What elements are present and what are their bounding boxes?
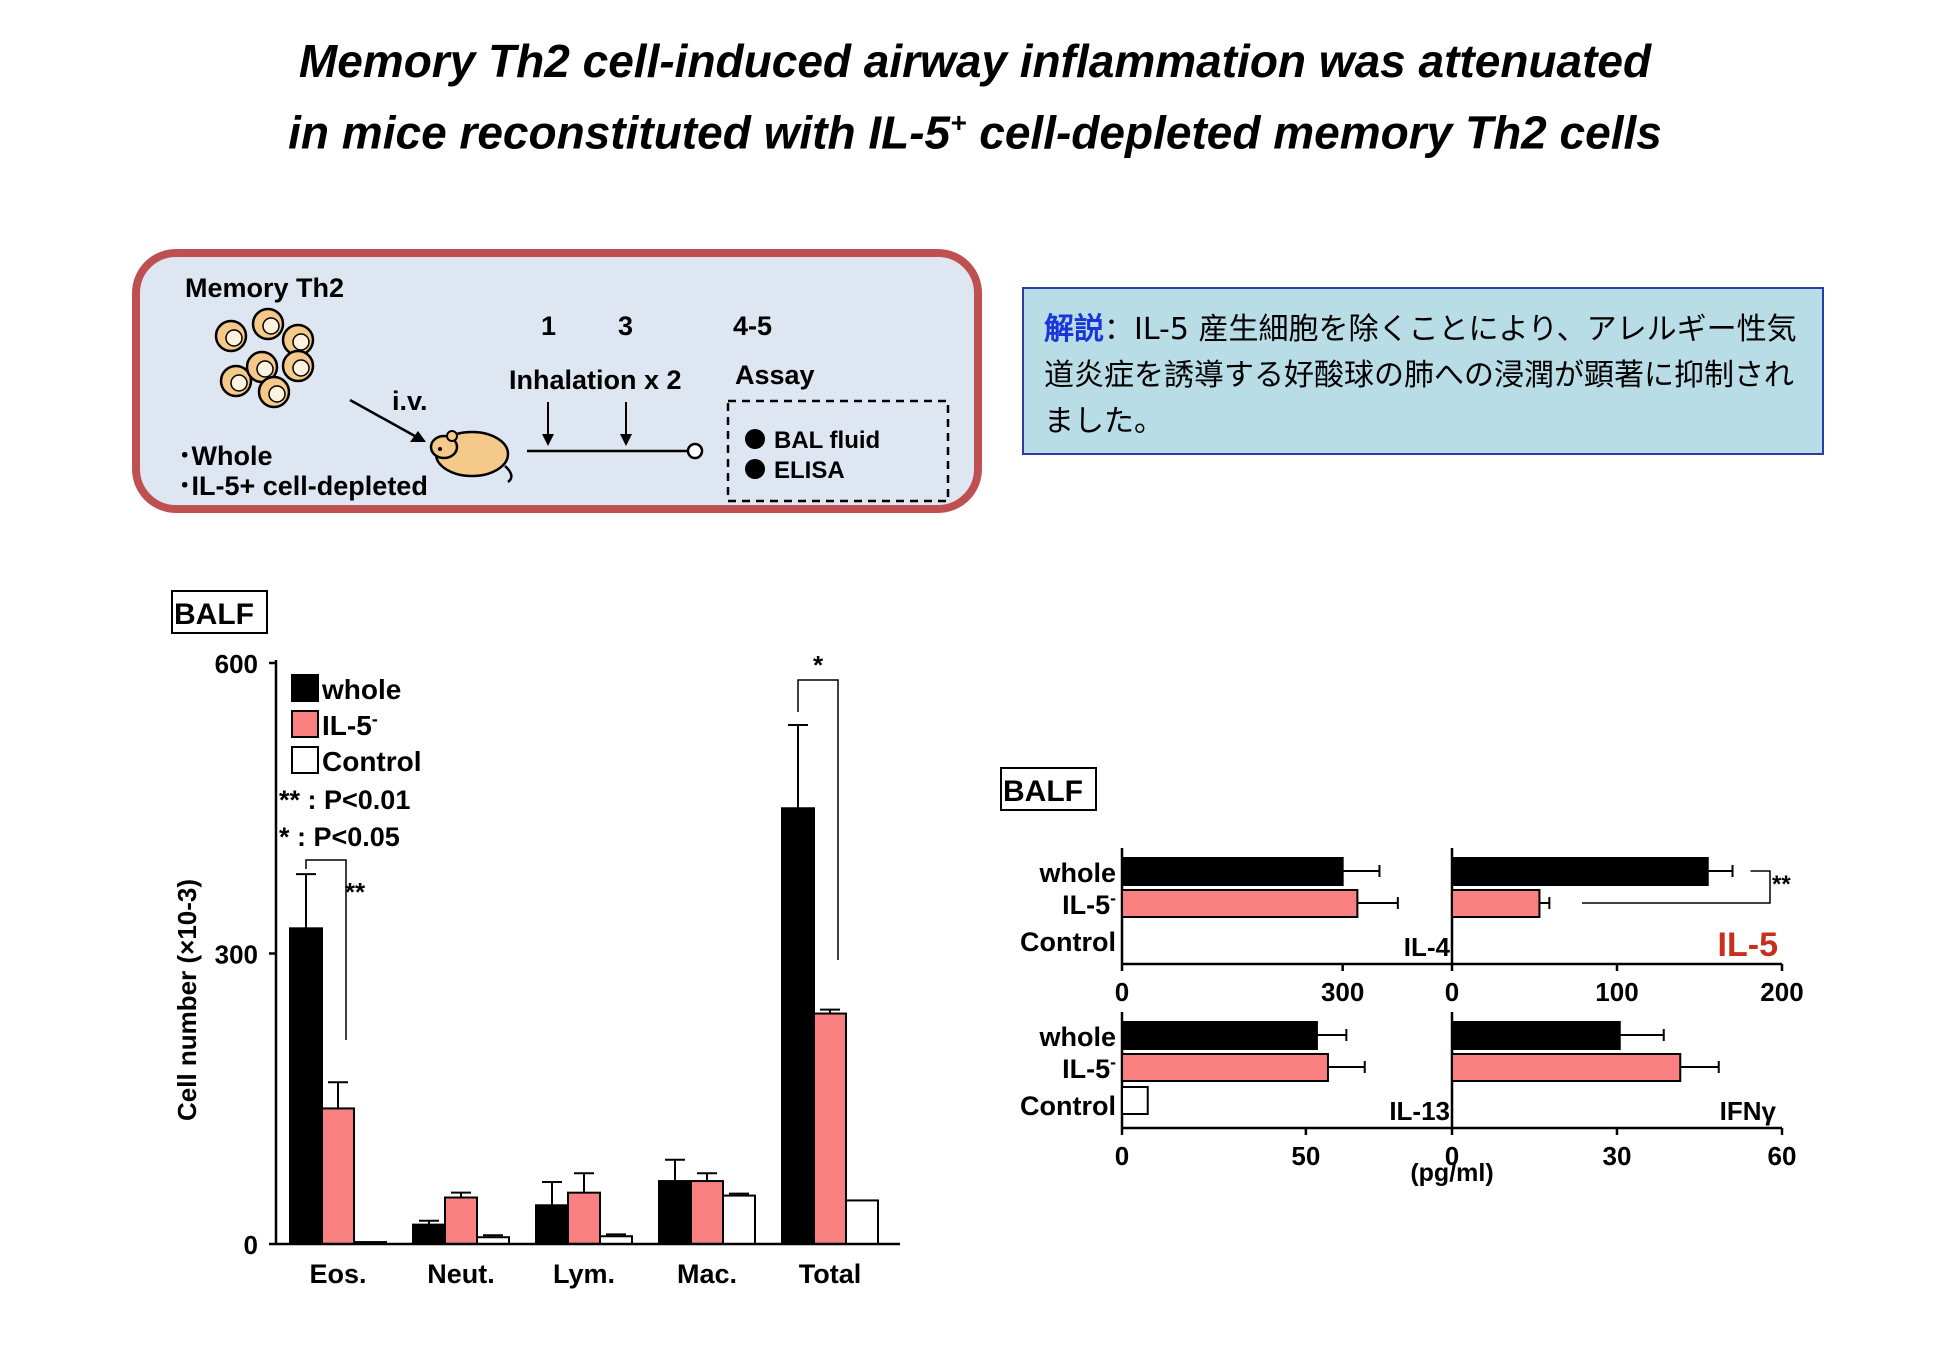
day-label: 4-5	[733, 311, 772, 341]
legend-label: Control	[322, 746, 422, 777]
balf-tag-box	[171, 590, 268, 634]
panel-il5: 100 200 0 IL-5 **	[1445, 848, 1804, 1007]
bar-il5-eos	[321, 1107, 355, 1246]
title-line-2-end: cell-depleted memory Th2 cells	[966, 106, 1662, 159]
legend-swatch	[291, 674, 319, 702]
significance-legend: ** : P<0.01	[279, 785, 410, 815]
significance-legend: * : P<0.05	[279, 822, 400, 852]
row-label-il5: IL-5-	[1062, 1052, 1116, 1084]
explanation-box: 解説：IL-5 産生細胞を除くことにより、アレルギー性気道炎症を誘導する好酸球の…	[1022, 287, 1824, 455]
title-line-2-start: in mice reconstituted with IL-5	[288, 106, 951, 159]
explanation-text: IL-5 産生細胞を除くことにより、アレルギー性気道炎症を誘導する好酸球の肺への…	[1044, 312, 1797, 439]
x-tick-label: 100	[1595, 977, 1638, 1007]
panel-ifn: 30 60 0 IFNγ	[1445, 1012, 1797, 1171]
title-superscript: +	[950, 107, 967, 138]
group-il5-depleted: ･IL-5+ cell-depleted	[178, 471, 428, 501]
bar-whole	[1451, 1021, 1621, 1050]
y-axis-label: Cell number (×10-3)	[172, 879, 202, 1121]
row-label-whole: whole	[1038, 858, 1116, 888]
bar-whole	[1121, 1021, 1318, 1050]
bar-il5	[1121, 1053, 1329, 1082]
group-whole: ･Whole	[178, 441, 273, 471]
legend-swatch	[291, 746, 319, 774]
significance-mark: **	[345, 877, 366, 907]
x-tick-label: 0	[1115, 1141, 1129, 1171]
title-line-2: in mice reconstituted with IL-5+ cell-de…	[0, 92, 1950, 163]
bar-il5	[1121, 889, 1359, 918]
x-tick-label: Lym.	[553, 1259, 615, 1289]
bar-whole	[1451, 857, 1709, 886]
iv-arrow	[349, 398, 423, 442]
y-tick-label: 300	[215, 940, 258, 970]
significance-bracket	[1582, 870, 1771, 904]
explanation-label: 解説	[1044, 312, 1104, 347]
y-tick-label: 600	[215, 649, 258, 679]
x-tick-label: 30	[1603, 1141, 1632, 1171]
balf-tag: BALF	[174, 598, 254, 631]
x-tick-label: Total	[799, 1259, 862, 1289]
assay-elisa: ELISA	[774, 457, 845, 484]
explanation-separator: ：	[1104, 312, 1134, 347]
panel-label: IFNγ	[1720, 1096, 1777, 1126]
title-line-1: Memory Th2 cell-induced airway inflammat…	[298, 35, 1652, 87]
assay-box	[726, 399, 950, 503]
memory-th2-label: Memory Th2	[185, 273, 344, 303]
legend-label: IL-5-	[322, 709, 378, 741]
x-tick-label: 200	[1760, 977, 1803, 1007]
panel-label: IL-13	[1389, 1096, 1450, 1126]
iv-arrowhead	[410, 431, 426, 442]
x-tick-label: 300	[1321, 977, 1364, 1007]
x-tick-label: 0	[1115, 977, 1129, 1007]
x-tick-label: 0	[1445, 977, 1459, 1007]
x-tick-label: 50	[1291, 1141, 1320, 1171]
significance-bracket	[797, 679, 839, 960]
day-label: 3	[618, 311, 633, 341]
balf-tag-box	[1000, 767, 1097, 811]
mouse-icon	[429, 430, 513, 483]
assay-bal-fluid: BAL fluid	[774, 427, 880, 454]
iv-label: i.v.	[392, 386, 428, 416]
row-label-il5: IL-5-	[1062, 888, 1116, 920]
inhalation-label: Inhalation x 2	[509, 365, 682, 395]
significance-mark: **	[1772, 871, 1791, 898]
significance-mark: *	[813, 650, 824, 680]
legend-label: whole	[321, 674, 401, 705]
assay-label: Assay	[735, 360, 815, 390]
bullet-icon	[745, 459, 765, 479]
figure-title: Memory Th2 cell-induced airway inflammat…	[0, 30, 1950, 163]
legend-swatch	[291, 710, 319, 738]
panel-label: IL-4	[1404, 932, 1451, 962]
x-tick-label: 60	[1768, 1141, 1797, 1171]
timeline-end-marker	[686, 442, 704, 460]
bar-il5-total	[813, 1012, 847, 1246]
bullet-icon	[745, 429, 765, 449]
panel-label: IL-5	[1718, 926, 1778, 964]
bar-whole	[1121, 857, 1344, 886]
x-tick-label: 0	[1445, 1141, 1459, 1171]
x-tick-label: Neut.	[427, 1259, 495, 1289]
balf-tag: BALF	[1003, 775, 1083, 808]
x-axis-unit-label: (pg/ml)	[1410, 1159, 1493, 1187]
row-label-control: Control	[1020, 927, 1116, 957]
y-tick-label: 0	[244, 1230, 258, 1260]
x-tick-label: Eos.	[309, 1259, 366, 1289]
day-label: 1	[541, 311, 556, 341]
x-tick-label: Mac.	[677, 1259, 737, 1289]
row-label-whole: whole	[1038, 1022, 1116, 1052]
cell-cluster-icon	[214, 307, 315, 409]
bar-control	[1121, 1086, 1149, 1115]
significance-bracket	[305, 859, 347, 1040]
bar-il5	[1451, 889, 1541, 918]
row-label-control: Control	[1020, 1091, 1116, 1121]
bar-il5	[1451, 1053, 1682, 1082]
